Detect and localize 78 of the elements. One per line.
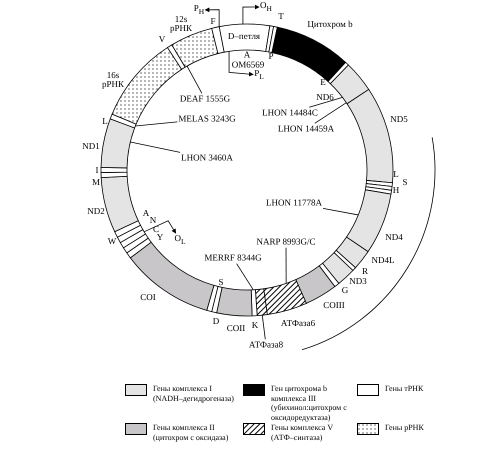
gene-label: P (268, 52, 274, 62)
leader-line (308, 96, 343, 108)
mutation-label: MELAS 3243G (178, 114, 236, 124)
gene-label: Y (156, 233, 164, 243)
gene-segment (170, 14, 218, 68)
gene-label: COIII (323, 301, 345, 311)
gene-label: R (362, 267, 368, 277)
gene-segment (87, 176, 139, 232)
legend-text: Гены рРНК (385, 423, 425, 433)
mutation-label: LHON 14459A (278, 124, 334, 134)
mutation-label: LHON 3460A (181, 153, 233, 163)
mutation-label: LHON 14484C (262, 108, 318, 118)
gene-label: 16s рРНК (100, 70, 125, 90)
site-label: A (244, 50, 250, 60)
gene-label: COI (140, 293, 156, 303)
gene-label: S (402, 178, 408, 188)
gene-segment (322, 252, 367, 286)
promoter-arrow (144, 220, 176, 234)
gene-label: ND4L (372, 256, 394, 266)
gene-label: АТФаза6 (280, 319, 316, 329)
gene-label: I (96, 166, 98, 176)
leader-line (262, 314, 266, 340)
gene-label: E (320, 78, 326, 88)
leader-line (130, 142, 181, 153)
legend-text: Гены комплекса V (АТФ–синтаза) (271, 423, 334, 442)
promoter-arrow (242, 4, 260, 24)
gene-segment (82, 118, 135, 168)
mutation-label: DEAF 1555G (180, 94, 230, 104)
gene-label: N (150, 216, 156, 226)
mutation-label: OM6569 (232, 60, 264, 70)
gene-label: G (342, 286, 348, 296)
leader-line (186, 66, 202, 94)
gene-label: A (142, 209, 150, 219)
legend-text: Гены комплекса I (NADH–дегидрогеназа) (153, 384, 235, 404)
gene-segment (346, 89, 408, 184)
site-label: P$_{H}$ (194, 4, 204, 16)
gene-label: COII (226, 324, 246, 334)
gene-label: АТФаза8 (248, 340, 284, 350)
gene-segment (210, 16, 224, 54)
gene-label: F (210, 17, 216, 27)
gene-label: M (92, 178, 100, 188)
gene-segment (263, 279, 316, 328)
mutation-label: LHON 11778A (266, 198, 322, 208)
legend-text: Гены тРНК (385, 384, 424, 394)
gene-label: Цитохром b (307, 20, 353, 30)
gene-label: L (102, 117, 108, 127)
gene-label: S (218, 278, 224, 288)
gene-label: T (278, 12, 284, 22)
gene-label: 12s рРНК (168, 14, 193, 34)
gene-label: K (252, 321, 258, 331)
leader-line (134, 122, 178, 126)
site-label: O$_{L}$ (174, 234, 186, 246)
mutation-label: NARP 8993G/C (256, 237, 316, 247)
gene-segment (316, 64, 370, 104)
gene-label: L (393, 170, 399, 180)
gene-label: D–петля (228, 32, 260, 42)
mutation-label: MERRF 8344G (204, 253, 262, 263)
gene-label: ND2 (87, 207, 105, 217)
gene-label: D (212, 317, 220, 327)
gene-label: V (158, 35, 166, 45)
promoter-arrow (228, 50, 254, 76)
gene-label: W (108, 237, 116, 247)
site-label: P$_{L}$ (254, 69, 264, 81)
leader-line (286, 247, 287, 284)
gene-label: ND1 (82, 142, 100, 152)
promoter-arrow (204, 7, 220, 28)
legend-text: Гены комплекса II (цитохром с оксидаза) (153, 423, 230, 442)
gene-label: H (392, 186, 400, 196)
gene-label: ND5 (390, 115, 408, 125)
legend-text: Ген цитохрома b комплекса III (убихинол:цитохром с оксидоредуктаза) (271, 384, 348, 422)
site-label: O$_{H}$ (260, 1, 272, 13)
gene-label: ND3 (349, 277, 367, 287)
gene-segment (346, 189, 403, 252)
leader-line (314, 102, 347, 124)
gene-label: ND6 (316, 93, 334, 103)
gene-segment (254, 288, 268, 316)
leader-line (322, 208, 359, 216)
gene-label: ND4 (385, 233, 403, 243)
